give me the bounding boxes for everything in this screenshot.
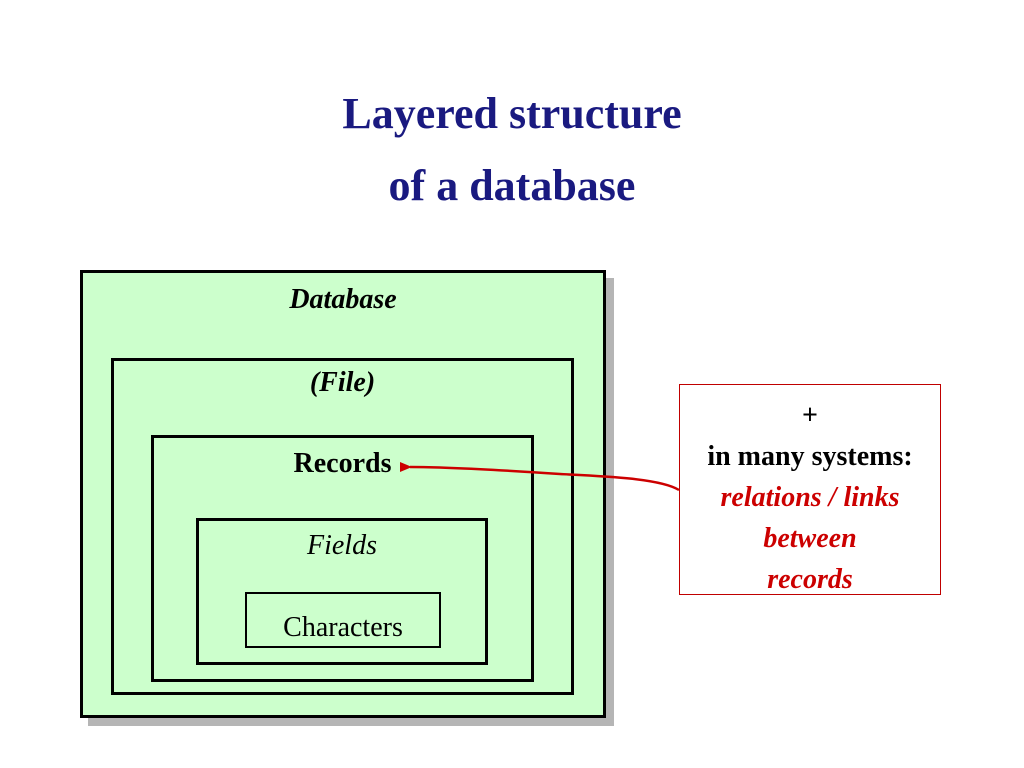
- characters-layer: [245, 592, 441, 648]
- note-line-4: records: [767, 564, 853, 595]
- file-label: (File): [309, 367, 376, 398]
- title-line-1: Layered structure: [342, 89, 682, 138]
- note-line-2: relations / links: [720, 482, 900, 513]
- title-line-2: of a database: [388, 161, 636, 210]
- relations-note: + in many systems: relations / links bet…: [679, 384, 941, 595]
- fields-layer: [196, 518, 488, 665]
- records-layer: [151, 435, 534, 682]
- arrow-line: [399, 461, 680, 492]
- database-label: Database: [289, 284, 397, 315]
- fields-label: Fields: [307, 530, 377, 561]
- note-line-3: between: [763, 523, 857, 554]
- file-layer: [111, 358, 574, 695]
- database-layer: [80, 270, 606, 718]
- page-title: Layered structure of a database: [0, 78, 1024, 222]
- records-label: Records: [293, 448, 392, 479]
- characters-label: Characters: [283, 612, 403, 643]
- note-plus: +: [802, 400, 818, 431]
- note-line-1: in many systems:: [707, 441, 913, 472]
